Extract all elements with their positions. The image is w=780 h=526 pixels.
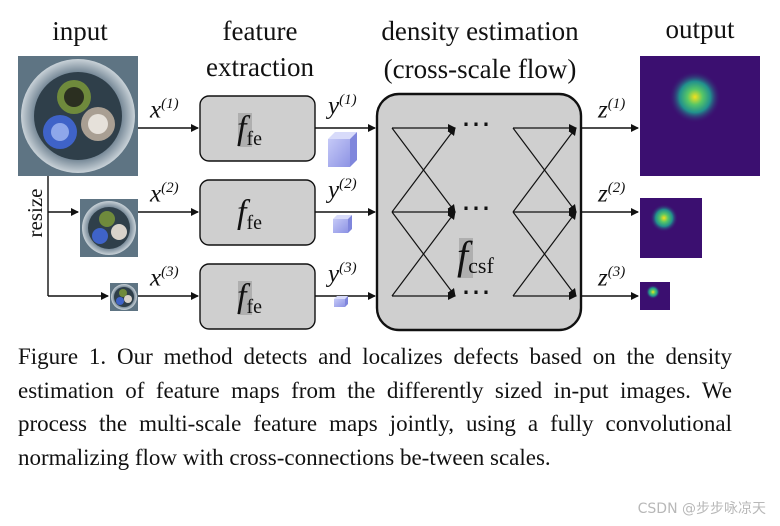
fe-label-2: ffe bbox=[237, 194, 262, 234]
input-image-large bbox=[18, 56, 138, 176]
y-label-3: y(3) bbox=[328, 260, 357, 288]
header-feature-line2: extraction bbox=[206, 52, 314, 82]
z-label-1: z(1) bbox=[598, 96, 626, 124]
y-label-1: y(1) bbox=[328, 92, 357, 120]
x-label-2: x(2) bbox=[150, 180, 179, 208]
feature-cube-1 bbox=[328, 132, 357, 167]
flow-dots-2: ⋯ bbox=[461, 192, 491, 225]
z-label-3: z(3) bbox=[598, 264, 626, 292]
output-heatmap-2 bbox=[640, 198, 702, 258]
flow-dots-1: ⋯ bbox=[461, 108, 491, 141]
flow-dots-3: ⋯ bbox=[461, 276, 491, 309]
feature-cube-3 bbox=[334, 296, 348, 307]
z-arrows bbox=[581, 124, 639, 300]
output-heatmap-3 bbox=[640, 282, 670, 310]
feature-cube-2 bbox=[333, 215, 352, 233]
resize-connectors bbox=[47, 176, 109, 300]
x-label-3: x(3) bbox=[150, 264, 179, 292]
header-feature-line1: feature bbox=[222, 16, 298, 46]
x-arrows bbox=[138, 124, 199, 300]
resize-label: resize bbox=[23, 188, 47, 238]
header-output: output bbox=[665, 14, 735, 44]
fe-label-3: ffe bbox=[237, 278, 262, 318]
output-heatmap-1 bbox=[640, 56, 760, 176]
z-label-2: z(2) bbox=[598, 180, 626, 208]
header-density-line1: density estimation bbox=[381, 16, 579, 46]
header-density-line2: (cross-scale flow) bbox=[383, 54, 577, 84]
flow-connections bbox=[391, 124, 577, 300]
y-label-2: y(2) bbox=[328, 176, 357, 204]
input-image-medium bbox=[80, 199, 138, 257]
watermark: CSDN @步步咏凉天 bbox=[637, 501, 766, 517]
x-label-1: x(1) bbox=[150, 96, 179, 124]
header-input: input bbox=[52, 16, 108, 46]
fe-label-1: ffe bbox=[237, 110, 262, 150]
csf-label: fcsf bbox=[457, 233, 494, 279]
figure-caption: Figure 1. Our method detects and localiz… bbox=[18, 344, 732, 470]
input-image-small bbox=[110, 283, 138, 311]
